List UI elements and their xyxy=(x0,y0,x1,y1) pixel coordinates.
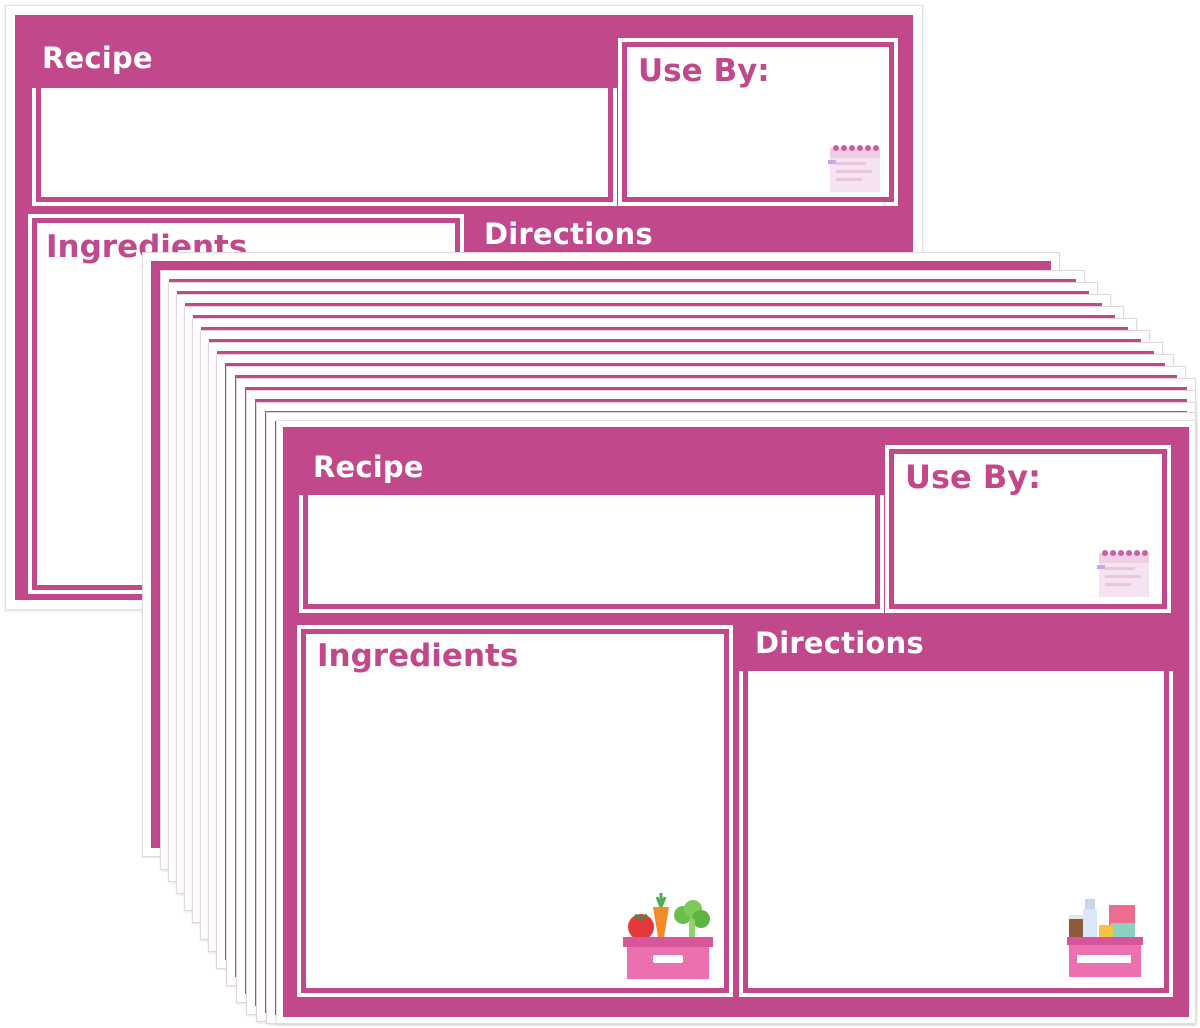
calendar-icon xyxy=(1097,545,1151,599)
grocery-box-icon xyxy=(1065,893,1147,979)
directions-label: Directions xyxy=(470,212,898,256)
use-by-panel: Use By: xyxy=(885,445,1171,613)
directions-field[interactable] xyxy=(739,621,1173,997)
calendar-icon xyxy=(828,140,882,194)
recipe-label: Recipe xyxy=(299,445,884,495)
recipe-panel: Recipe xyxy=(299,445,884,613)
use-by-label: Use By: xyxy=(905,458,1041,496)
use-by-panel: Use By: xyxy=(618,38,898,206)
directions-panel: Directions xyxy=(739,621,1173,997)
directions-label: Directions xyxy=(739,621,1173,671)
vegetable-basket-icon xyxy=(621,889,717,981)
recipe-card-front: Recipe Use By: Ingredients xyxy=(276,420,1196,1024)
recipe-panel: Recipe xyxy=(32,36,617,206)
use-by-label: Use By: xyxy=(638,53,770,89)
ingredients-field[interactable] xyxy=(297,625,733,997)
recipe-label: Recipe xyxy=(32,36,617,88)
ingredients-panel: Ingredients xyxy=(297,625,733,997)
ingredients-label: Ingredients xyxy=(317,638,519,674)
